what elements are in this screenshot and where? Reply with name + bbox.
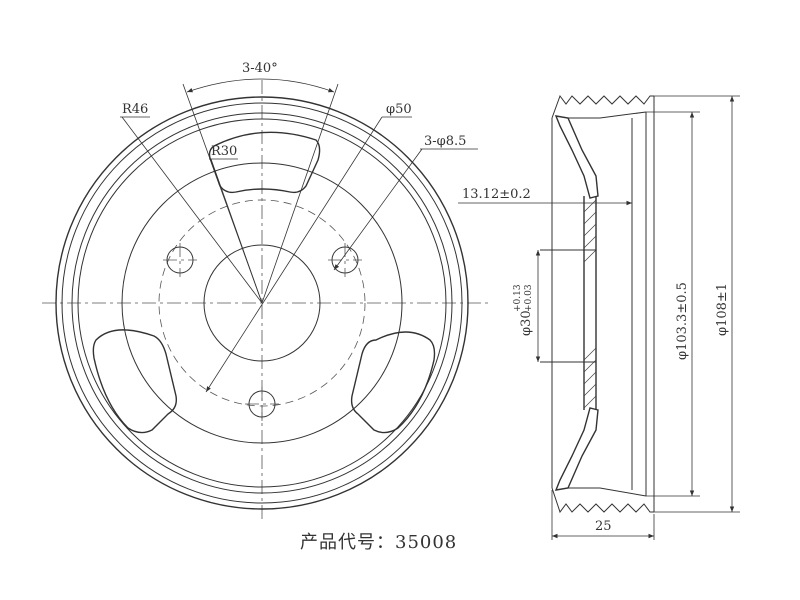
- angle-ray-left: [182, 83, 263, 304]
- rim-circle-4: [77, 118, 447, 488]
- phi50-label: φ50: [386, 102, 412, 117]
- front-view: 3-40° R46 R30 φ50 3-φ8.5: [42, 61, 492, 522]
- window-top: [208, 131, 321, 194]
- bore-lower-tol-label: +0.03: [524, 284, 534, 312]
- holes-leader: [333, 148, 423, 271]
- rim-circle-2: [61, 102, 463, 504]
- outer-dia-label: φ108±1: [715, 283, 730, 336]
- r46-label: R46: [122, 102, 148, 117]
- angle-label: 3-40°: [242, 61, 278, 76]
- groove-profile-top: [551, 94, 654, 119]
- bolt-hole-1: [163, 243, 197, 277]
- bore-label: φ30: [519, 310, 534, 336]
- rim-circle-3: [71, 112, 453, 494]
- r46-leader: [121, 116, 263, 304]
- groove-dia-label: φ103.3±0.5: [675, 282, 690, 360]
- thickness-label: 13.12±0.2: [462, 187, 531, 202]
- angle-arc: [186, 78, 335, 93]
- hub-bore: [203, 244, 321, 362]
- bolt-hole-2: [328, 243, 362, 277]
- angle-ray-right: [261, 83, 339, 304]
- top-lip: [554, 115, 599, 199]
- width-label: 25: [595, 519, 612, 534]
- section-view: 13.12±0.2 φ30 +0.13 +0.03 φ103.3±0.5 φ10…: [458, 94, 740, 540]
- hatching-lower: [583, 347, 597, 409]
- product-code: 产品代号：35008: [300, 532, 458, 553]
- bottom-lip-inner: [568, 487, 647, 497]
- holes-label: 3-φ8.5: [424, 134, 466, 149]
- hatching-upper: [583, 199, 597, 263]
- bolt-hole-3: [245, 387, 279, 421]
- top-lip-inner: [568, 111, 647, 119]
- phi50-leader: [205, 116, 383, 393]
- groove-profile-bottom: [551, 487, 654, 514]
- outer-rim-circle: [55, 96, 469, 510]
- window-right: [350, 331, 436, 434]
- web-circle: [121, 162, 403, 444]
- bottom-lip: [554, 407, 599, 491]
- r30-label: R30: [211, 144, 237, 159]
- bore-upper-tol-label: +0.13: [513, 284, 523, 312]
- window-left: [92, 329, 178, 434]
